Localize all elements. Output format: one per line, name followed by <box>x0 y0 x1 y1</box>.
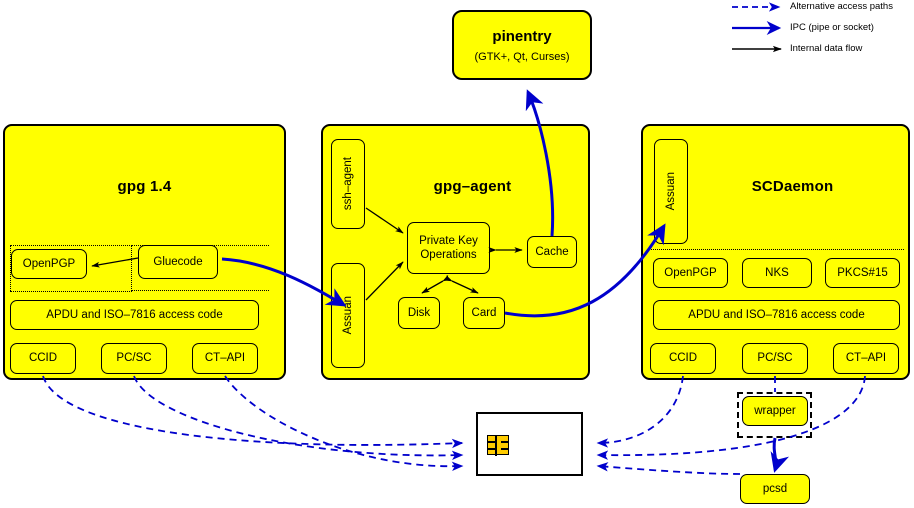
scdaemon-assuan-label: Assuan <box>664 172 677 211</box>
gpg14-driver-ctapi-label: CT–API <box>204 352 246 365</box>
gpg-agent-private-key-operations-node[interactable]: Private Key Operations <box>407 222 490 274</box>
gpg-agent-ssh-agent-node[interactable]: ssh–agent <box>331 139 365 229</box>
legend-label-alternative-access-paths: Alternative access paths <box>790 1 893 12</box>
scdaemon-app-nks-label: NKS <box>765 266 789 279</box>
scdaemon-assuan-node[interactable]: Assuan <box>654 139 688 244</box>
alt-path-scd-ctapi-to-card <box>596 375 866 460</box>
gpg14-gluecode-node[interactable]: Gluecode <box>138 245 218 279</box>
pinentry-box[interactable]: pinentry (GTK+, Qt, Curses) <box>452 10 592 80</box>
gpg-agent-ssh-agent-label: ssh–agent <box>341 157 354 211</box>
gpg14-driver-ctapi[interactable]: CT–API <box>192 343 258 374</box>
scdaemon-apdu-node[interactable]: APDU and ISO–7816 access code <box>653 300 900 330</box>
gpg14-title: gpg 1.4 <box>117 178 172 195</box>
gpg14-gluecode-label: Gluecode <box>153 255 203 268</box>
private-key-ops-line1: Private Key <box>419 234 478 247</box>
gpg-agent-cache-label: Cache <box>535 245 569 258</box>
scdaemon-driver-pcsc[interactable]: PC/SC <box>742 343 808 374</box>
alt-path-scd-ccid-to-card <box>596 375 684 448</box>
gpg14-openpgp-node[interactable]: OpenPGP <box>11 249 87 279</box>
alt-path-gpg-pcsc-to-card <box>133 375 464 460</box>
gpg14-driver-pcsc[interactable]: PC/SC <box>101 343 167 374</box>
scdaemon-app-pkcs15[interactable]: PKCS#15 <box>825 258 900 288</box>
scdaemon-app-openpgp[interactable]: OpenPGP <box>653 258 728 288</box>
gpg14-driver-ccid-label: CCID <box>28 352 58 365</box>
legend-label-internal-data-flow: Internal data flow <box>790 43 863 54</box>
alt-path-gpg-ccid-to-card <box>42 375 464 449</box>
scdaemon-driver-ctapi-label: CT–API <box>845 352 887 365</box>
ipc-wrapper-to-pcsd <box>770 437 790 473</box>
scdaemon-driver-ccid[interactable]: CCID <box>650 343 716 374</box>
scdaemon-driver-ctapi[interactable]: CT–API <box>833 343 899 374</box>
pinentry-title: pinentry <box>492 27 552 45</box>
gpg14-dotted-region-left <box>10 245 132 291</box>
private-key-ops-line2: Operations <box>420 249 477 261</box>
scdaemon-driver-ccid-label: CCID <box>668 352 698 365</box>
scdaemon-title: SCDaemon <box>751 178 834 195</box>
gpg-agent-card-label: Card <box>471 306 497 319</box>
gpg14-openpgp-label: OpenPGP <box>22 257 76 270</box>
gpg-agent-disk-node[interactable]: Disk <box>398 297 440 329</box>
scdaemon-app-openpgp-label: OpenPGP <box>664 266 717 279</box>
gpg14-apdu-node[interactable]: APDU and ISO–7816 access code <box>10 300 259 330</box>
gpg14-dotted-region-right <box>132 245 269 291</box>
legend-label-ipc: IPC (pipe or socket) <box>790 22 874 33</box>
scdaemon-dotted-separator <box>648 249 904 250</box>
smartcard-chip-icon <box>487 435 509 456</box>
gpg-agent-disk-label: Disk <box>407 306 431 319</box>
scdaemon-driver-pcsc-label: PC/SC <box>757 352 793 365</box>
scdaemon-app-pkcs15-label: PKCS#15 <box>837 266 888 279</box>
gpg14-dotted-bottom-left <box>10 291 132 292</box>
gpg-agent-card-node[interactable]: Card <box>463 297 505 329</box>
wrapper-node[interactable]: wrapper <box>742 396 808 426</box>
gpg-agent-title: gpg–agent <box>433 178 512 195</box>
gpg14-driver-ccid[interactable]: CCID <box>10 343 76 374</box>
gpg14-driver-pcsc-label: PC/SC <box>116 352 152 365</box>
pinentry-subtitle: (GTK+, Qt, Curses) <box>474 50 570 63</box>
scdaemon-app-nks[interactable]: NKS <box>742 258 812 288</box>
alt-path-gpg-ctapi-to-card <box>224 375 464 472</box>
alt-path-pcsd-to-card <box>596 462 741 475</box>
gpg14-apdu-label: APDU and ISO–7816 access code <box>46 308 223 321</box>
scdaemon-apdu-label: APDU and ISO–7816 access code <box>688 308 865 321</box>
gpg-agent-cache-node[interactable]: Cache <box>527 236 577 268</box>
wrapper-label: wrapper <box>754 404 796 417</box>
pcsd-label: pcsd <box>762 482 788 495</box>
gpg-agent-assuan-label: Assuan <box>341 296 354 335</box>
gpg-agent-assuan-node[interactable]: Assuan <box>331 263 365 368</box>
pcsd-node[interactable]: pcsd <box>740 474 810 504</box>
